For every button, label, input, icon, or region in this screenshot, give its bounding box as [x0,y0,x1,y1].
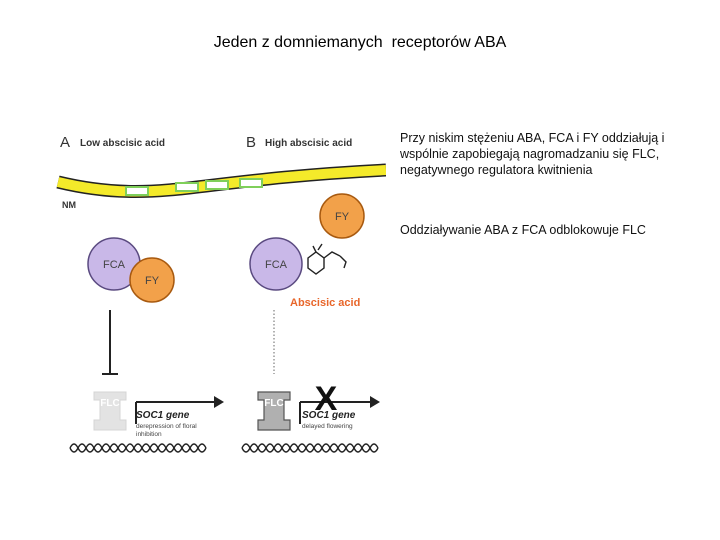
membrane-channel [239,178,263,188]
slide-title: Jeden z domniemanych receptorów ABA [213,34,507,51]
nuclear-membrane [56,163,387,198]
soc1-gene-label: SOC1 gene [302,410,356,421]
soc1-gene-label: SOC1 gene [136,410,190,421]
dna-strand-a [69,443,207,453]
soc1-arrow-a [135,396,224,424]
membrane-label: NM [62,200,76,210]
fy-label: FY [145,275,160,287]
block-mark: X [315,380,338,418]
aba-receptor-diagram: A Low abscisic acid B High abscisic acid… [56,124,387,469]
fca-aba-complex: FCA [249,237,347,291]
note-high-aba: Oddziaływanie ABA z FCA odblokowuje FLC [400,223,646,237]
note-low-aba: Przy niskim stężeniu ABA, FCA i FY oddzi… [400,131,665,177]
gene-a-note-line1: derepression of floral [136,423,197,430]
panel-b-label: High abscisic acid [265,138,352,149]
soc1-arrow-b [299,396,380,424]
fca-label: FCA [103,259,126,271]
gene-a-note-line2: inhibition [136,431,162,438]
abscisic-acid-label: Abscisic acid [290,297,360,309]
fy-label: FY [335,211,350,223]
fy-protein [319,193,365,239]
flc-repressed: FLC [93,391,127,431]
gene-b-note: delayed flowering [302,423,353,430]
membrane-channel [175,182,199,192]
fca-label: FCA [265,259,288,271]
fy-protein [129,257,175,303]
flc-label: FLC [264,398,283,409]
membrane-channel [205,180,229,190]
panel-a-label: Low abscisic acid [80,138,165,149]
abscisic-acid-molecule [307,243,347,275]
fca-protein [249,237,303,291]
panel-b-letter: B [246,134,256,151]
panel-a-letter: A [60,134,70,151]
fy-free: FY [319,193,365,239]
flc-active: FLC [257,391,291,431]
fca-fy-complex: FCA FY [87,237,175,303]
dna-strand-b [241,443,379,453]
membrane-channel [125,186,149,196]
flc-label: FLC [100,398,119,409]
